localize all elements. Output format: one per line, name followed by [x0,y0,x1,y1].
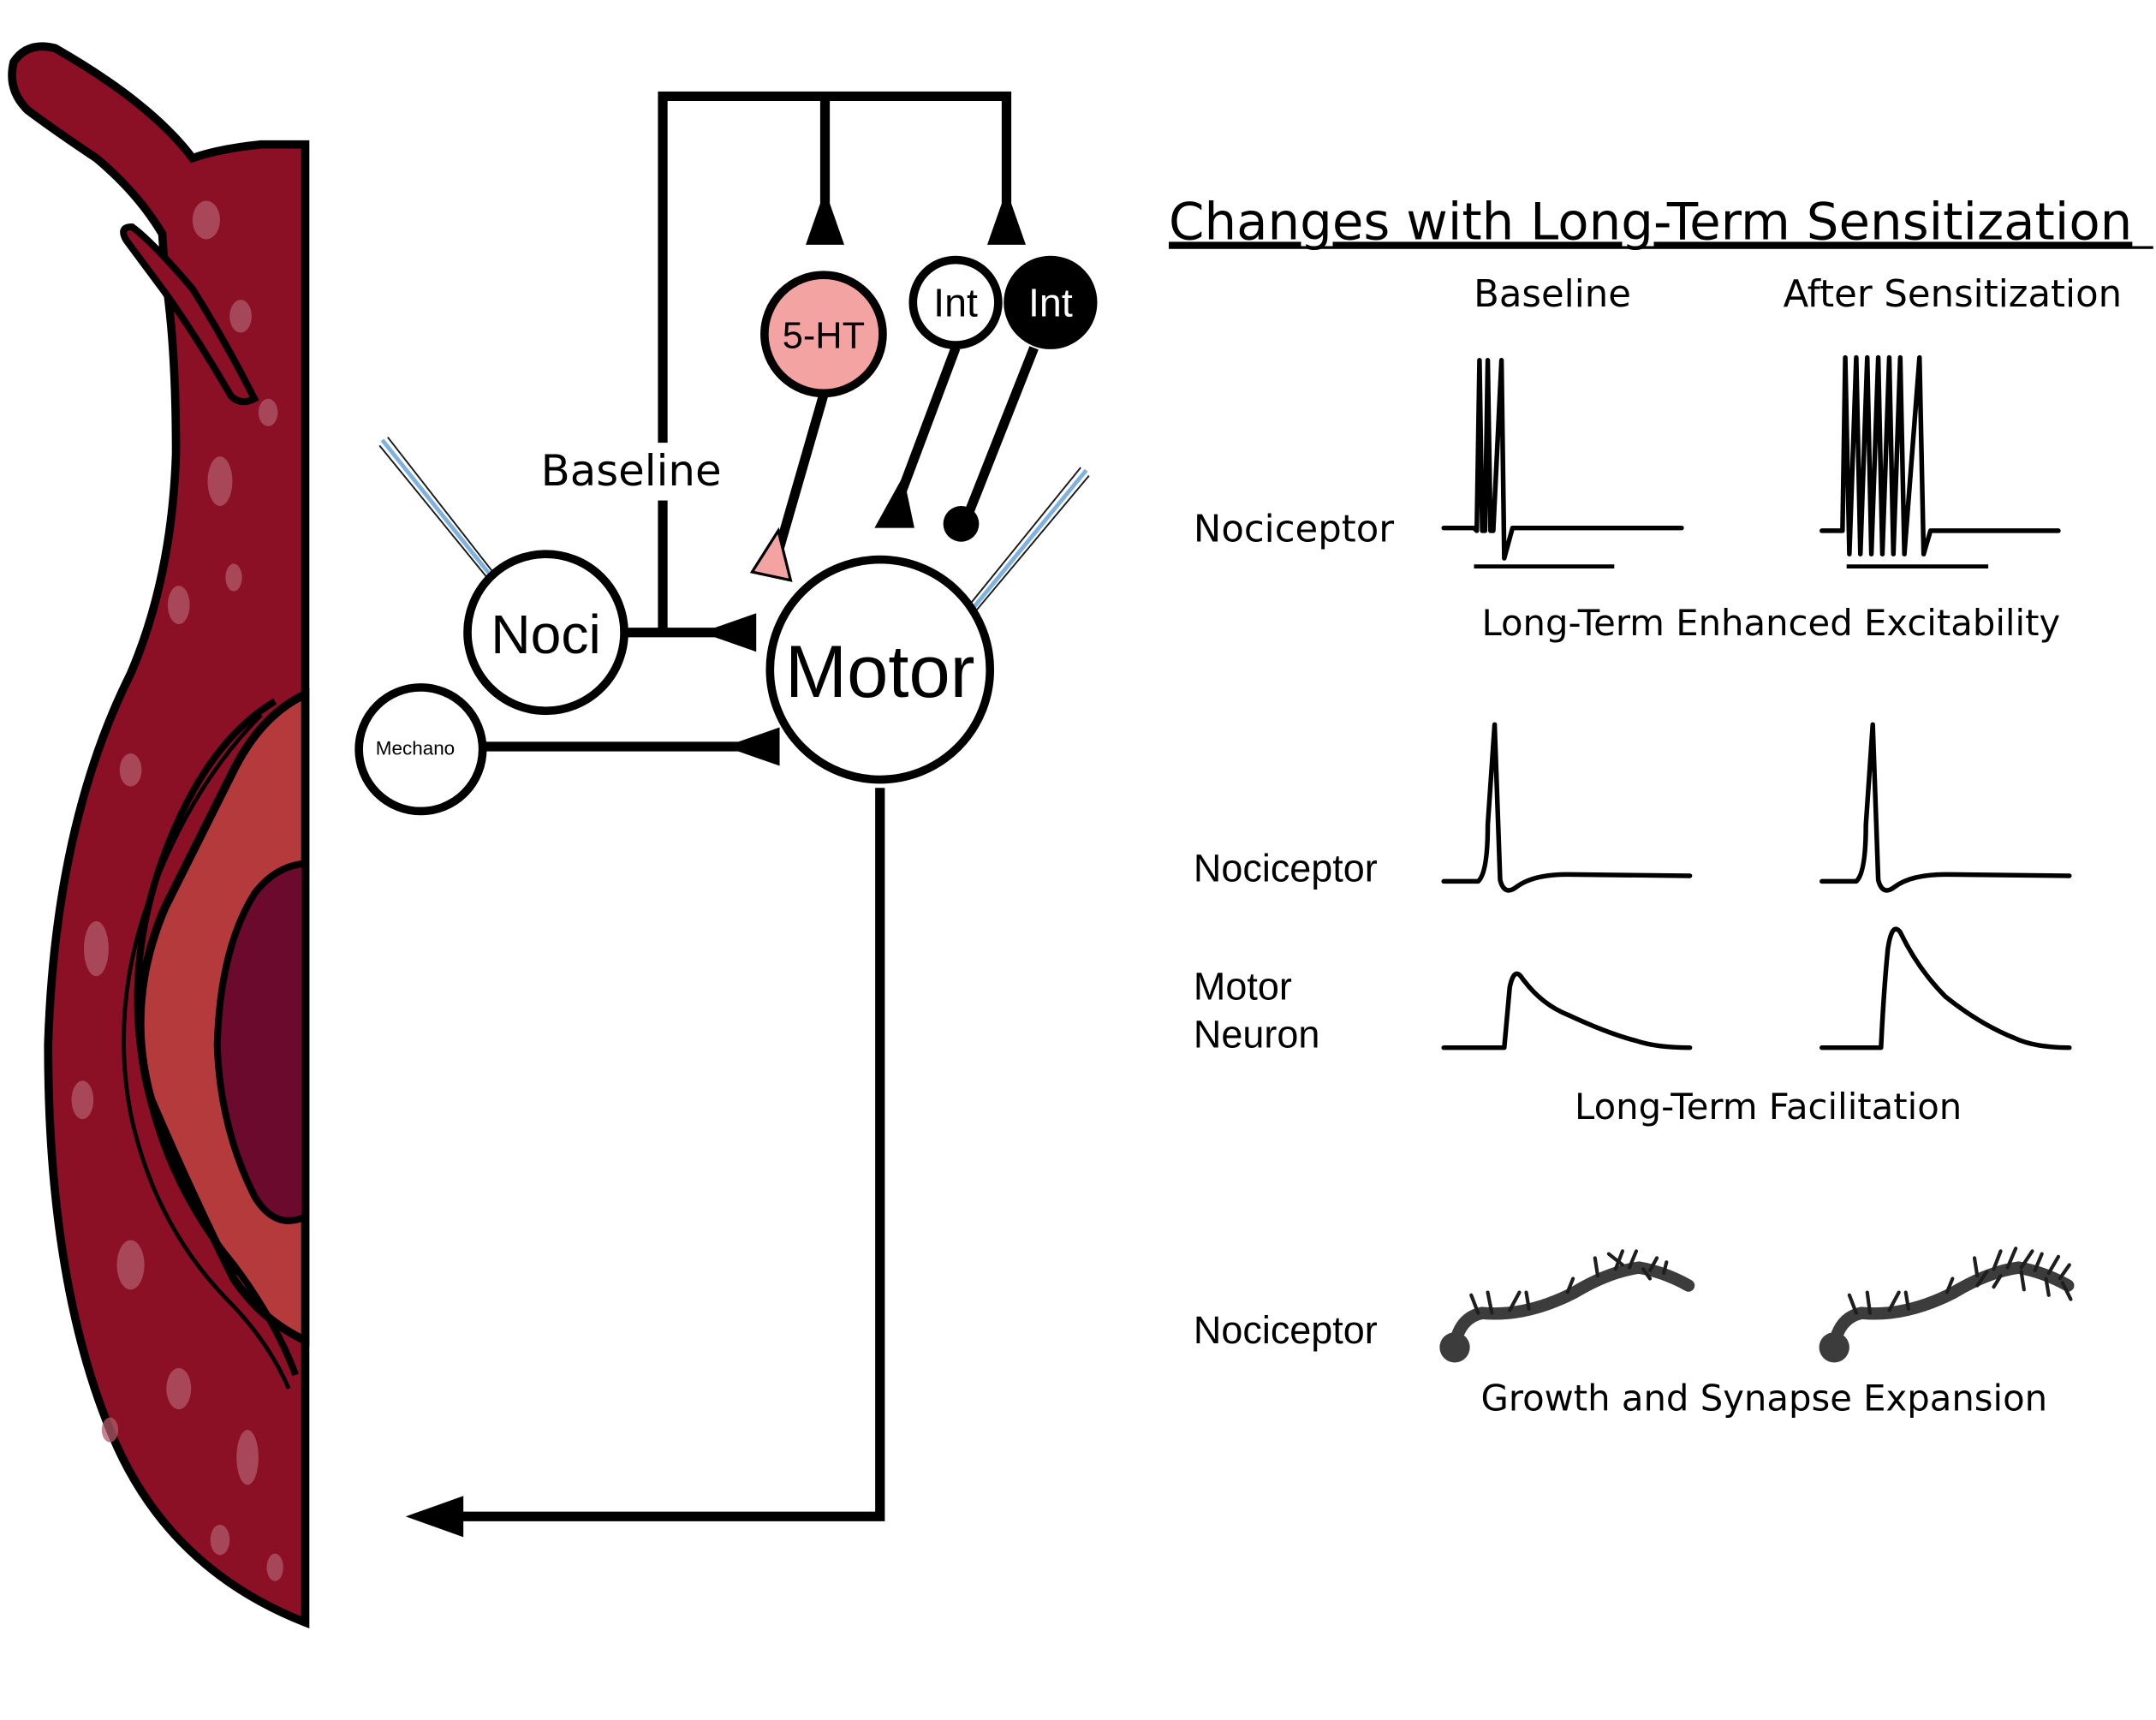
synapse-triangle-icon [749,527,793,582]
cell-body-icon [1819,1332,1849,1363]
facilitation-row-label-nociceptor: Nociceptor [1194,846,1378,890]
growth-row-label: Nociceptor [1194,1308,1378,1352]
circuit-wiring [446,91,1039,1521]
growth-caption: Growth and Synapse Expansion [1480,1378,2047,1419]
noci-label: Noci [491,604,600,665]
neurons: Noci Mechano Motor 5-HT Int Int [354,255,1098,816]
aplysia-organ [213,860,309,1224]
mechano-neuron [354,683,487,816]
int-excitatory-neuron [908,255,1003,349]
column-after-header: After Sensitization [1784,273,2123,316]
feedback-loop-wire [658,91,1012,633]
int-inhibitory-axon [964,346,1039,514]
synapse-triangle-icon [724,727,780,766]
facilitation-nociceptor-after-trace [1819,722,2072,893]
aplysia-spots [71,200,283,1581]
circuit-baseline-label: Baseline [541,446,722,496]
synapse-triangle-icon [874,475,914,528]
electrode-icon [378,437,496,580]
cell-body-icon [1439,1332,1470,1363]
facilitation-motor-baseline-trace [1441,971,1693,1050]
synapses [405,189,1026,1538]
synapse-triangle-icon [405,1496,464,1538]
electrode-icon [968,467,1090,611]
synapse-triangle-icon [806,189,845,245]
column-baseline-header: Baseline [1474,273,1631,316]
excitability-caption: Long-Term Enhanced Excitability [1481,602,2060,644]
synapse-triangle-icon [700,613,757,652]
serotonin-neuron [760,271,887,398]
facilitation-nociceptor-baseline-trace [1441,722,1693,893]
facilitation-row-label-motor: Motor [1194,964,1292,1008]
growth-after-neuron [1819,1247,2075,1363]
int-excitatory-label: Int [933,280,978,324]
5ht-axon [775,393,829,549]
aplysia-fold-2 [122,713,291,1390]
motor-label: Motor [785,631,975,713]
synapse-triangle-icon [987,189,1026,245]
excitability-baseline-trace [1441,358,1684,569]
noci-neuron [463,550,628,716]
facilitation-row-label-neuron: Neuron [1194,1013,1319,1056]
int-excitatory-axon [897,346,961,493]
motor-output-wire [446,788,885,1521]
motor-neuron [765,555,995,784]
aplysia-illustration [8,42,310,1629]
mechano-label: Mechano [376,738,455,759]
int-inhibitory-label: Int [1028,280,1073,324]
synapse-dot-icon [943,505,980,542]
growth-baseline-neuron [1439,1249,1695,1363]
excitability-after-trace [1819,354,2061,569]
aplysia-fold [134,698,300,1377]
electrodes [378,437,1090,611]
sensitization-panel: Changes with Long-Term Sensitization Bas… [1168,193,2153,1419]
aplysia-tentacle [120,223,259,406]
facilitation-motor-after-trace [1819,926,2072,1050]
panel-title: Changes with Long-Term Sensitization [1169,193,2132,252]
facilitation-caption: Long-Term Facilitation [1575,1086,1962,1128]
int-inhibitory-neuron [1004,255,1098,349]
baseline-label-backdrop [536,443,726,501]
excitability-row-label: Nociceptor [1194,509,1394,551]
serotonin-label: 5-HT [783,315,865,356]
